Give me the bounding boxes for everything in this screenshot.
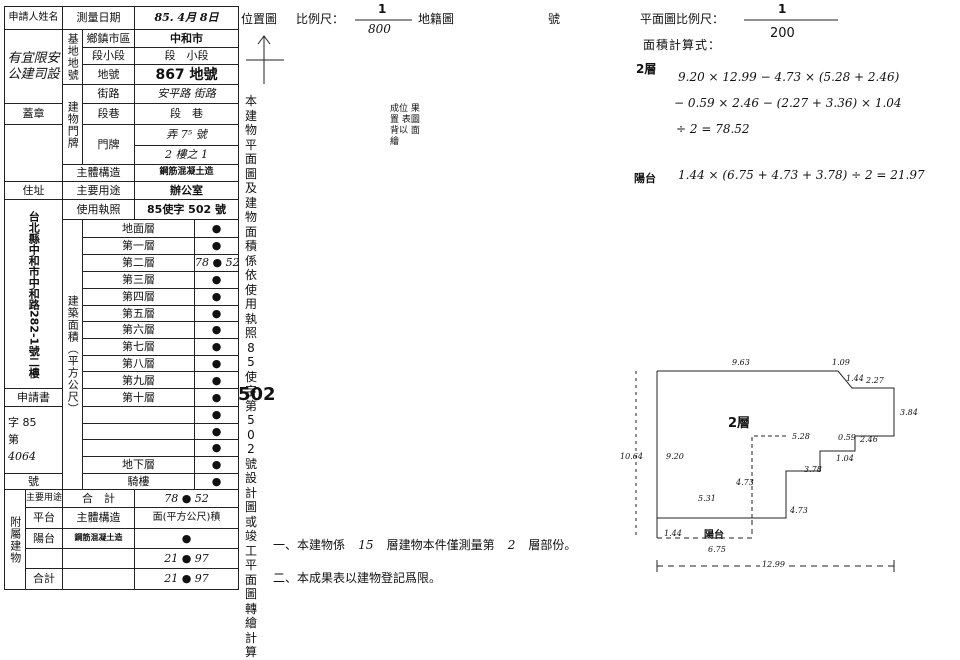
dim-109: 1.09	[832, 358, 850, 367]
landno-value: 867 地號	[133, 64, 240, 86]
floor-area: ●	[193, 388, 240, 407]
dim-059: 0.59	[838, 433, 856, 442]
cadastral-no-label: 號	[548, 12, 561, 26]
cadastral-note: 成位 果置 表圖 背以 面繪	[390, 104, 420, 147]
calc-floor-label: 2層	[636, 62, 657, 76]
building-survey-form: 申請人姓名 測量日期 85. 4月 8日 有宜限安公建司設 基地地號 鄉鎮市區 …	[4, 6, 240, 591]
floor-area: 78 ● 52	[193, 253, 240, 273]
dim-227: 2.27	[866, 376, 884, 385]
attached-total-label: 合計	[25, 567, 63, 591]
note-2: 二、本成果表以建物登記爲限。	[273, 571, 442, 585]
calc-line-1: 9.20 × 12.99 − 4.73 × (5.28 + 2.46)	[678, 70, 900, 84]
plan-scale-den: 200	[770, 26, 795, 41]
doorplate-value-2: 2 樓之 1	[133, 144, 240, 165]
building-label: 建物門牌	[62, 84, 83, 165]
attached-use: 平台	[25, 507, 63, 530]
survey-date: 85. 4月 8日	[133, 6, 240, 30]
plan-floor-label: 2層	[728, 416, 751, 431]
doorplate-value-1: 弄 7⁵ 號	[133, 124, 240, 146]
plan-balcony-label: 陽台	[704, 530, 724, 541]
permit-value: 85使字 502 號	[133, 199, 240, 221]
application-no-label: 第	[8, 433, 19, 447]
application-word: 字 85	[8, 416, 37, 430]
area-calc-label: 面積計算式：	[643, 38, 722, 52]
dim-378: 3.78	[804, 465, 822, 474]
vertical-statement: 本建物平面圖及建物面積係依使用執照85使字第502號設計圖或竣工平面圖轉繪計算	[241, 94, 261, 660]
address-value: 台北縣中和市中和路282-1號二樓	[4, 199, 63, 390]
calc-balcony: 1.44 × (6.75 + 4.73 + 3.78) ÷ 2 = 21.97	[678, 168, 925, 182]
survey-date-label: 測量日期	[62, 6, 135, 30]
seal-area	[4, 124, 63, 183]
dim-144a: 1.44	[846, 374, 864, 383]
dim-384: 3.84	[900, 408, 918, 417]
application-no: 4064	[8, 450, 36, 464]
location-scale-label: 比例尺：	[296, 12, 345, 26]
permit-label: 使用執照	[62, 199, 135, 221]
permit-number-large: 502	[238, 384, 276, 405]
dim-528: 5.28	[792, 432, 810, 441]
dim-246: 2.46	[860, 435, 878, 444]
dim-963: 9.63	[732, 358, 750, 367]
dim-1064: 10.64	[620, 452, 643, 461]
note-1-suffix: 層部份。	[528, 538, 577, 552]
plan-scale-label: 平面圖比例尺：	[640, 12, 725, 26]
cadastral-label: 地籍圖	[418, 12, 455, 26]
note-1-prefix: 一、本建物係	[273, 538, 346, 552]
calc-line-3: ÷ 2 = 78.52	[676, 122, 750, 136]
attached-area-header: 面(平方公尺)積	[133, 507, 240, 530]
dim-531: 5.31	[698, 494, 716, 503]
location-map-label: 位置圖	[241, 12, 278, 26]
application-number: 字 85 第 4064	[4, 405, 63, 474]
dim-675: 6.75	[708, 545, 726, 554]
lane-label: 段巷	[82, 103, 135, 126]
applicant-name: 有宜限安公建司設	[4, 28, 63, 105]
drawing-layer: 502	[238, 19, 895, 572]
calc-balcony-label: 陽台	[634, 172, 656, 185]
north-arrow-icon	[246, 35, 284, 84]
dim-1299: 12.99	[760, 560, 787, 569]
doorplate-label: 門牌	[82, 124, 135, 165]
plan-scale-num: 1	[778, 2, 787, 16]
area-group-label: 建築面積（平方公尺）	[62, 219, 83, 491]
location-scale-den: 800	[368, 22, 391, 36]
vertical-statement-text: 本建物平面圖及建物面積係依使用執照85使字第502號設計圖或竣工平面圖轉繪計算	[244, 94, 257, 659]
attached-total-area: 21 ● 97	[133, 567, 240, 591]
floor-area: ●	[193, 219, 240, 238]
landno-label: 地號	[82, 64, 135, 86]
dim-144b: 1.44	[664, 529, 682, 538]
dim-920: 9.20	[666, 452, 684, 461]
dim-104: 1.04	[836, 454, 854, 463]
note-1-mid: 層建物本件僅測量第	[386, 538, 495, 552]
note-1-floor: 2	[507, 538, 516, 552]
dim-473a: 4.73	[736, 478, 754, 487]
lane-value: 段 巷	[133, 103, 240, 126]
note-1-floors: 15	[358, 538, 374, 552]
note-1: 一、本建物係 15 層建物本件僅測量第 2 層部份。	[273, 536, 576, 553]
location-scale-num: 1	[378, 2, 387, 16]
floor-plan	[635, 370, 895, 572]
floor-name: 第二層	[82, 253, 195, 273]
calc-line-2: − 0.59 × 2.46 − (2.27 + 3.36) × 1.04	[674, 96, 902, 110]
floor-name: 第十層	[82, 388, 195, 407]
floor-area: ●	[193, 287, 240, 306]
dim-473b: 4.73	[790, 506, 808, 515]
